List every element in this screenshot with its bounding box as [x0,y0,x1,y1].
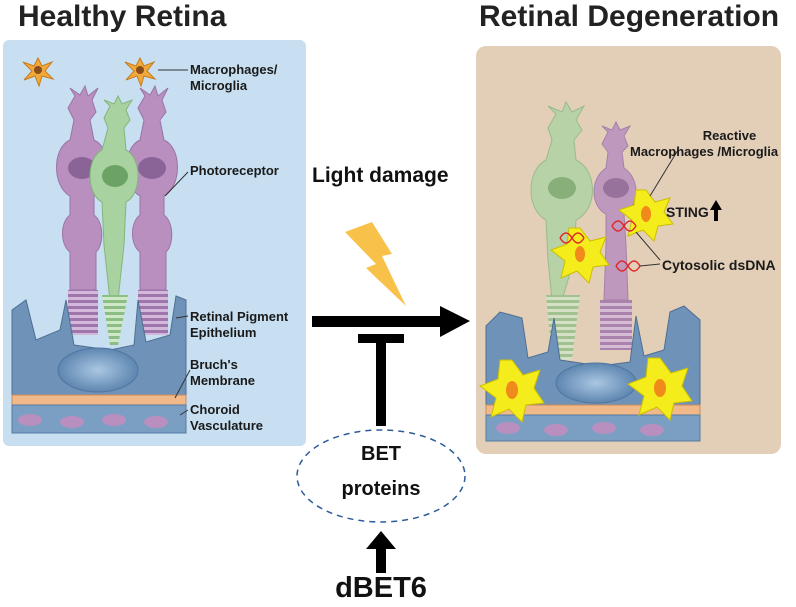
bet-proteins-ellipse [296,429,466,523]
center-pathway [296,222,470,573]
photoreceptor-label: Photoreceptor [190,163,279,178]
bet-label-line2: proteins [341,478,421,500]
dna-helix-icon [611,220,637,232]
sting-up-arrow-icon [710,200,722,210]
degenerating-photoreceptor-purple [593,120,637,350]
bet-label-line1: BET [361,443,401,465]
retinal-pigment-epithelium [11,295,187,396]
reactive-macrophage-icon [617,189,674,242]
retinal-degeneration-panel [476,46,781,454]
sting-up-arrow-shaft [714,207,718,221]
rpe-label-line1: Retinal Pigment [190,309,289,324]
main-arrow-head [440,306,470,337]
healthy-retina-panel [3,40,306,446]
light-damage-label: Light damage [312,164,449,187]
reactive-macrophage-icon [549,227,610,284]
main-arrow-shaft [312,316,442,327]
reactive-macrophages-label-line1: Reactive [702,128,757,143]
rpe-label: Retinal Pigment Epithelium [190,309,288,341]
macrophage-icon [124,56,157,88]
dbet6-arrow-shaft [376,545,386,573]
bruch-leader-line [174,369,191,399]
rpe-leader-line [175,315,189,319]
reactive-macrophage-icon [626,357,693,421]
dna-helix-icon [559,232,585,244]
bruchs-membrane-label: Bruch's Membrane [190,357,255,389]
cytosolic-dsdna-label: Cytosolic dsDNA [662,257,776,273]
rpe-nucleus [57,347,139,393]
reactive-macrophage-icon [478,359,545,423]
lightning-icon [345,222,406,306]
photoreceptor-center [89,94,139,345]
dsdna-leader-line [635,231,661,261]
bruchs-membrane [11,394,187,406]
dbet6-label: dBET6 [335,572,427,604]
macrophages-label-line2: Microglia [190,78,248,93]
choroid-label-line1: Choroid [190,402,240,417]
photoreceptor-left [56,84,108,335]
choroid-label: Choroid Vasculature [190,402,263,434]
degeneration-rpe-nucleus [555,362,637,404]
macrophages-label: Macrophages/ Microglia [190,62,277,94]
photoreceptor-leader-line [164,171,189,197]
retinal-degeneration-title: Retinal Degeneration [479,0,780,33]
reactive-leader-line [649,149,679,197]
reactive-macrophages-label-line2: Macrophages /Microglia [630,144,779,159]
sting-label: STING [666,204,709,220]
healthy-retina-title: Healthy Retina [18,0,227,33]
bruch-label-line1: Bruch's [190,357,238,372]
choroid-leader-line [179,409,189,416]
dbet6-arrow-head [366,531,396,549]
macrophage-icon [22,56,55,88]
bruch-label-line2: Membrane [190,373,256,388]
dsdna-leader-line-2 [639,263,661,267]
rpe-label-line2: Epithelium [190,325,257,340]
macrophages-label-line1: Macrophages/ [190,62,278,77]
dna-helix-icon [615,260,641,272]
photoreceptor-right [126,84,178,335]
inhibition-stem [376,334,386,426]
choroid-label-line2: Vasculature [190,418,263,433]
